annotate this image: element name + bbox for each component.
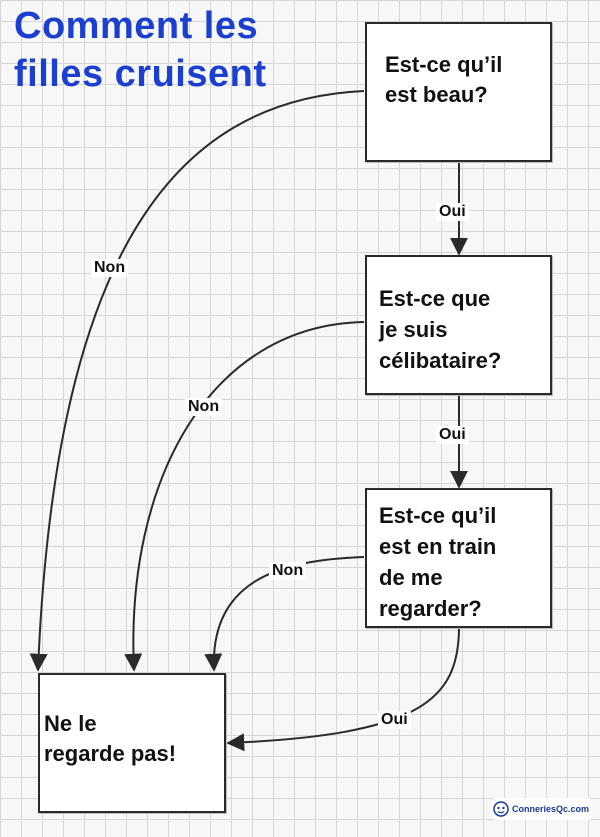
label-q2-no: Non [185, 398, 223, 416]
watermark-text: ConneriesQc.com [512, 804, 590, 814]
q2-line-2: je suis [379, 317, 448, 342]
edge-q2-no [124, 321, 365, 672]
question-box-is-he-handsome: Est-ce qu’il est beau? [365, 22, 552, 162]
q2-line-1: Est-ce que [379, 286, 491, 311]
q1-line-2: est beau? [385, 82, 488, 107]
edge-q1-no [29, 90, 365, 672]
q3-line-2: est en train [379, 534, 497, 559]
edge-q3-no [204, 556, 365, 672]
result-box-dont-look: Ne le regarde pas! [38, 673, 226, 813]
q3-line-3: de me [379, 565, 443, 590]
q1-line-1: Est-ce qu’il [385, 52, 503, 77]
title-line-1: Comment les [14, 5, 259, 47]
end-line-2: regarde pas! [44, 741, 177, 766]
title-line-2: filles cruisent [14, 53, 267, 95]
label-q3-no: Non [269, 562, 307, 580]
label-q3-yes: Oui [378, 711, 411, 729]
question-box-am-i-single: Est-ce que je suis célibataire? [365, 255, 552, 395]
end-line-1: Ne le [44, 711, 97, 736]
question-box-is-he-looking: Est-ce qu’il est en train de me regarder… [365, 488, 552, 628]
label-q1-yes: Oui [436, 203, 469, 221]
watermark-logo: ConneriesQc.com [492, 798, 592, 820]
page-title: Comment les filles cruisent [14, 2, 266, 98]
label-q2-yes: Oui [436, 426, 469, 444]
q3-line-1: Est-ce qu’il [379, 503, 497, 528]
q2-line-3: célibataire? [379, 348, 502, 373]
q3-line-4: regarder? [379, 596, 482, 621]
mascot-icon [493, 801, 509, 817]
edge-q3-yes [226, 628, 460, 752]
label-q1-no: Non [91, 259, 129, 277]
